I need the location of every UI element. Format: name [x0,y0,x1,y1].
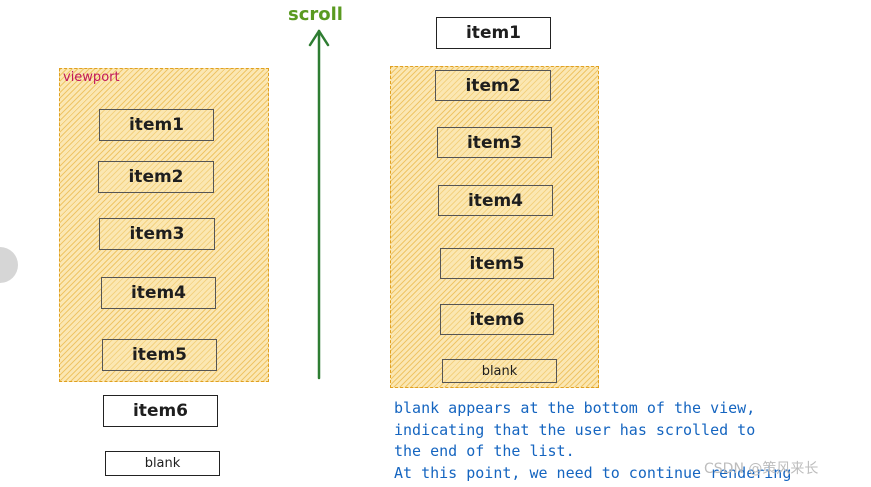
left-viewport [59,68,269,382]
right-item-3: item3 [437,127,552,158]
left-blank: blank [105,451,220,476]
left-item-5: item5 [102,339,217,371]
right-viewport [390,66,599,388]
left-item-2: item2 [98,161,214,193]
watermark: CSDN @策风来长 [704,461,819,477]
left-item-3: item3 [99,218,215,250]
right-blank: blank [442,359,557,383]
scroll-label: scroll [288,4,343,25]
right-item-1: item1 [436,17,551,49]
left-item-4: item4 [101,277,216,309]
viewport-label: viewport [63,70,120,85]
left-item-6: item6 [103,395,218,427]
left-item-1: item1 [99,109,214,141]
right-item-6: item6 [440,304,554,335]
explanation-note: blank appears at the bottom of the view,… [394,399,792,482]
scroll-arrow [308,29,330,380]
right-item-4: item4 [438,185,553,216]
side-handle [0,247,18,283]
right-item-5: item5 [440,248,554,279]
right-item-2: item2 [435,70,551,101]
